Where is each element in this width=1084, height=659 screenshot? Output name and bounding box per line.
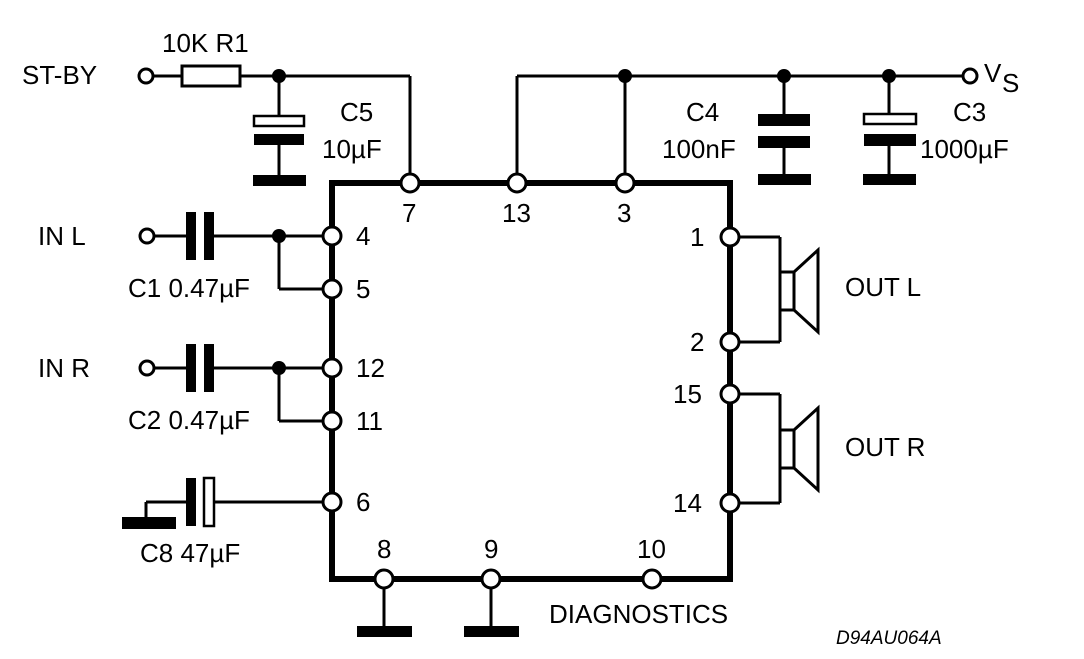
speaker-left-icon [778,246,820,336]
pin-number-11: 11 [356,406,383,436]
pin-number-13: 13 [502,198,531,228]
junction-c4 [777,69,791,83]
capacitor-c1-plate-b [204,212,214,260]
pin-8 [373,568,395,590]
capacitor-c8-plate-b [202,476,216,528]
supply-network [515,67,979,185]
label-diagnostics: DIAGNOSTICS [549,599,728,629]
label-c4-name: C4 [686,97,719,127]
ic-pins [321,172,741,590]
pin-6 [321,491,343,513]
pin-number-3: 3 [617,198,631,228]
pin-11 [321,410,343,432]
label-c3-name: C3 [953,97,986,127]
label-r1: 10K R1 [162,28,249,58]
label-out-r: OUT R [845,432,925,462]
label-in-l: IN L [38,221,86,251]
capacitor-c8-plate-a [186,478,196,526]
label-c3-value: 1000µF [920,134,1009,164]
capacitor-c8-network [122,476,332,529]
pin-number-12: 12 [356,353,385,383]
pin-number-4: 4 [356,221,370,251]
label-vs: V [984,58,1002,88]
speaker-left-network [730,235,820,344]
pin-number-1: 1 [690,222,704,252]
pin-14 [719,492,741,514]
capacitor-c1-plate-a [186,212,196,260]
pin-1 [719,226,741,248]
speaker-right-icon [778,404,820,494]
pin-number-2: 2 [690,327,704,357]
capacitor-c3 [862,112,918,146]
ic-body [329,180,733,582]
pin-number-5: 5 [356,274,370,304]
terminal-st-by [137,67,155,85]
terminal-in-l [138,227,156,245]
pin-number-10: 10 [637,534,666,564]
pin-number-8: 8 [377,534,391,564]
junction-in-l [272,229,286,243]
pin-10 [641,568,663,590]
label-drawing-code: D94AU064A [836,628,942,649]
label-vs-subscript: S [1002,68,1019,98]
label-c5-value: 10µF [322,134,382,164]
junction-pin3 [618,69,632,83]
label-c8: C8 47µF [140,538,240,568]
pin-4 [321,225,343,247]
standby-network [137,64,412,186]
pin-2 [719,331,741,353]
label-c5-name: C5 [340,97,373,127]
label-c2: C2 0.47µF [128,405,250,435]
capacitor-c5 [252,114,306,145]
label-c4-value: 100nF [662,134,736,164]
pin-number-6: 6 [356,487,370,517]
label-in-r: IN R [38,353,90,383]
capacitor-c4 [758,114,810,148]
pin-number-15: 15 [673,379,702,409]
speaker-right-network [730,392,820,505]
input-left-network [138,212,332,291]
pin-3 [614,172,636,194]
junction-c3 [882,69,896,83]
pin-5 [321,278,343,300]
pin-number-9: 9 [484,534,498,564]
junction-in-r [272,361,286,375]
ground-c8 [122,517,176,529]
pin-13 [506,172,528,194]
capacitor-c2-plate-b [204,344,214,392]
label-st-by: ST-BY [22,60,97,90]
ground-c3 [863,174,916,185]
ground-c5 [253,175,306,186]
pin-15 [719,383,741,405]
pin-7 [399,172,421,194]
label-out-l: OUT L [845,272,921,302]
pin-9 [480,568,502,590]
ground-pin9 [464,626,519,637]
ground-pin8 [357,626,412,637]
input-right-network [138,344,332,423]
pin-12 [321,357,343,379]
terminal-in-r [138,359,156,377]
terminal-vs [961,67,979,85]
pin-number-7: 7 [402,198,416,228]
ground-c4 [758,174,811,185]
label-c1: C1 0.47µF [128,273,250,303]
capacitor-c2-plate-a [186,344,196,392]
junction-r1-c5 [272,69,286,83]
resistor-r1 [180,64,242,88]
pin-number-14: 14 [673,488,702,518]
